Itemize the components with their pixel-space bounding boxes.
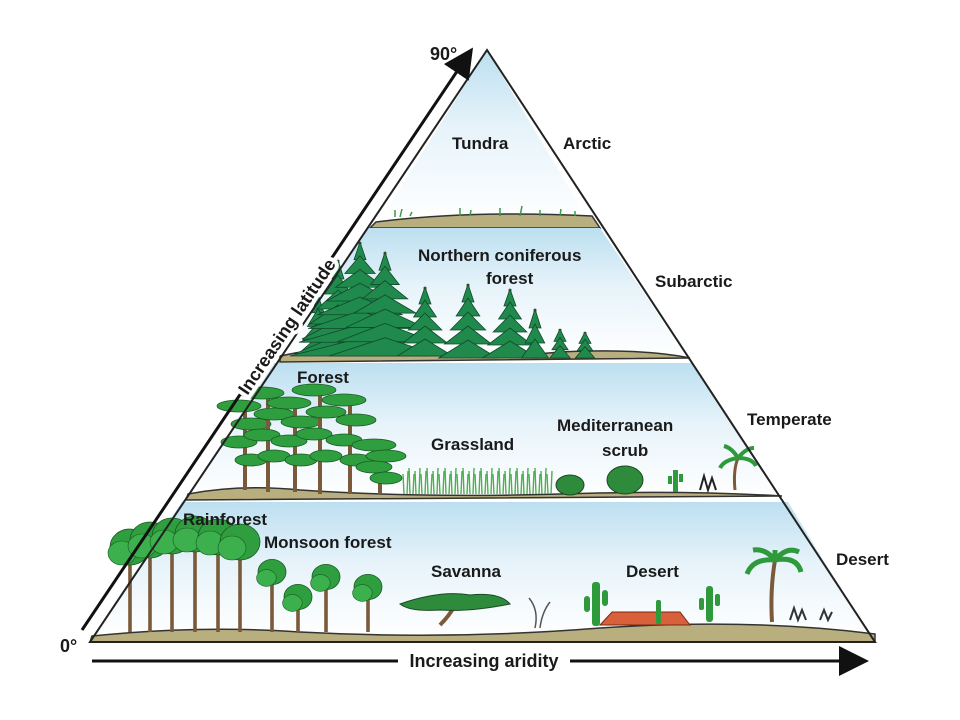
zone-label-desert: Desert (836, 550, 889, 569)
biome-label-monsoon-forest: Monsoon forest (264, 533, 392, 552)
tropical-tree (282, 584, 313, 632)
biome-label-mediterranean-line2: scrub (602, 441, 648, 460)
tropical-tree (256, 559, 287, 632)
tier-arctic-sky (380, 50, 588, 220)
aridity-axis-label: Increasing aridity (409, 651, 558, 671)
tier-arctic: Tundra Arctic (368, 50, 611, 229)
tropical-tree (310, 564, 341, 632)
broadleaf-tree (266, 396, 322, 492)
latitude-axis: Increasing latitude 90° 0° (60, 44, 474, 656)
broadleaf-trees-temperate (216, 383, 407, 494)
tropical-tree (217, 523, 261, 632)
conifer-tree (480, 287, 540, 359)
conifer-tree (574, 331, 596, 359)
biome-label-mediterranean-line1: Mediterranean (557, 416, 673, 435)
conifer-tree (520, 307, 550, 359)
biome-label-forest: Forest (297, 368, 349, 387)
grassland-grass (402, 467, 553, 495)
biome-label-desert: Desert (626, 562, 679, 581)
conifer-tree (328, 250, 442, 357)
conifer-tree (548, 328, 572, 359)
biome-label-tundra: Tundra (452, 134, 509, 153)
tier-tropical: Rainforest Monsoon forest Savanna Desert… (88, 502, 889, 643)
aridity-axis: Increasing aridity (92, 646, 869, 676)
rainforest-trees (107, 515, 383, 632)
conifer-tree (437, 282, 499, 359)
savanna-acacia (398, 593, 551, 629)
desert-plants (584, 547, 833, 626)
pyramid-outline (88, 48, 877, 643)
tier-temperate-ground (184, 487, 783, 501)
zone-label-subarctic: Subarctic (655, 272, 732, 291)
tropical-tree (352, 574, 383, 632)
conifer-trees (289, 240, 596, 359)
broadleaf-tree (291, 383, 347, 494)
zone-label-temperate: Temperate (747, 410, 832, 429)
broadleaf-tree (239, 386, 295, 492)
biome-label-coniferous-line2: forest (486, 269, 534, 288)
biome-label-savanna: Savanna (431, 562, 501, 581)
tier-temperate: Forest Grassland Mediterranean scrub Tem… (184, 363, 832, 501)
biome-label-grassland: Grassland (431, 435, 514, 454)
latitude-90-label: 90° (430, 44, 457, 64)
mediterranean-shrubs (555, 444, 758, 496)
biome-label-coniferous-line1: Northern coniferous (418, 246, 581, 265)
zone-label-arctic: Arctic (563, 134, 611, 153)
latitude-0-label: 0° (60, 636, 77, 656)
biome-label-rainforest: Rainforest (183, 510, 267, 529)
conifer-tree (395, 285, 455, 357)
broadleaf-tree (351, 438, 407, 494)
tundra-plants (394, 205, 576, 218)
tier-subarctic: Northern coniferous forest Subarctic (279, 228, 732, 363)
tier-arctic-ground (368, 213, 602, 229)
